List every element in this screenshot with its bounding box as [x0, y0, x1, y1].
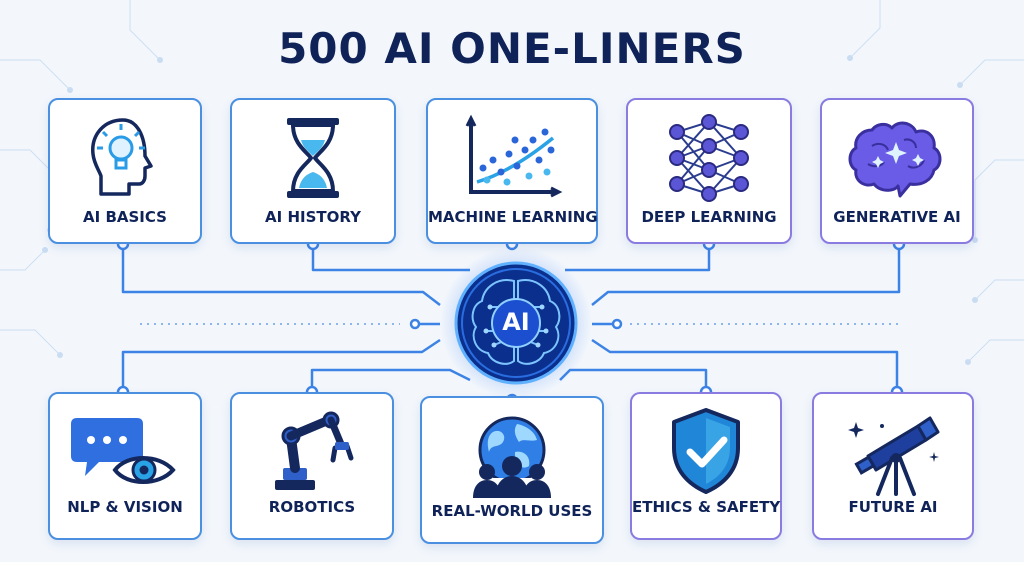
topic-card-machine-learning[interactable]: MACHINE LEARNING: [426, 98, 598, 244]
topic-label: ETHICS & SAFETY: [632, 498, 781, 516]
topic-card-future-ai[interactable]: FUTURE AI: [812, 392, 974, 540]
sparkle-brain-icon: [822, 110, 972, 206]
head-lightbulb-icon: [50, 110, 200, 206]
neural-network-icon: [628, 110, 790, 206]
topic-label: REAL-WORLD USES: [431, 502, 593, 520]
topic-label: NLP & VISION: [67, 498, 183, 516]
shield-check-icon: [632, 404, 780, 500]
hub-label: AI: [502, 308, 530, 336]
topic-card-ai-basics[interactable]: AI BASICS: [48, 98, 202, 244]
topic-card-generative-ai[interactable]: GENERATIVE AI: [820, 98, 974, 244]
topic-label: GENERATIVE AI: [833, 208, 961, 226]
telescope-icon: [814, 404, 972, 500]
topic-card-deep-learning[interactable]: DEEP LEARNING: [626, 98, 792, 244]
topic-label: MACHINE LEARNING: [428, 208, 598, 226]
page-title: 500 AI ONE-LINERS: [278, 24, 746, 73]
globe-people-icon: [422, 408, 602, 504]
topic-label: AI BASICS: [83, 208, 167, 226]
topic-card-robotics[interactable]: ROBOTICS: [230, 392, 394, 540]
ai-brain-hub-icon: [440, 247, 592, 399]
chat-eye-icon: [50, 404, 200, 500]
topic-label: FUTURE AI: [848, 498, 938, 516]
scatter-plot-icon: [428, 110, 596, 206]
topic-card-real-world-uses[interactable]: REAL-WORLD USES: [420, 396, 604, 544]
topic-card-nlp-vision[interactable]: NLP & VISION: [48, 392, 202, 540]
hourglass-icon: [232, 110, 394, 206]
topic-label: AI HISTORY: [265, 208, 361, 226]
robot-arm-icon: [232, 404, 392, 500]
topic-label: ROBOTICS: [268, 498, 356, 516]
topic-card-ethics-safety[interactable]: ETHICS & SAFETY: [630, 392, 782, 540]
topic-label: DEEP LEARNING: [641, 208, 777, 226]
topic-card-ai-history[interactable]: AI HISTORY: [230, 98, 396, 244]
